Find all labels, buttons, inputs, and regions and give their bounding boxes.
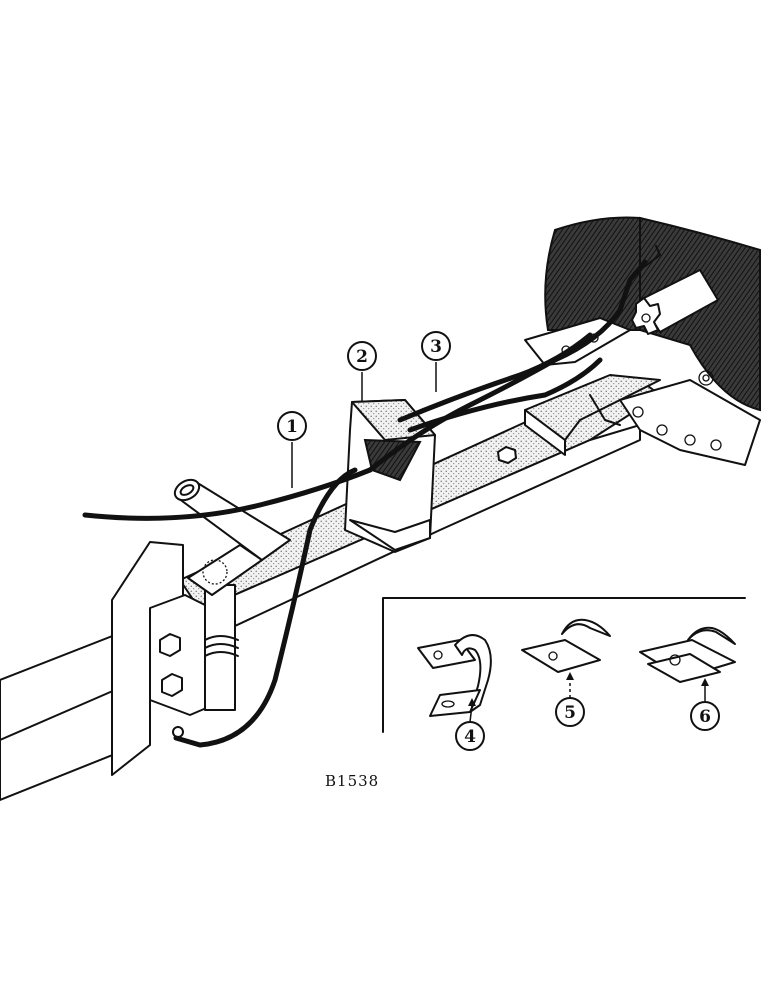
leader-lines xyxy=(291,362,709,723)
callout-6: 6 xyxy=(690,701,720,731)
callout-5: 5 xyxy=(555,697,585,727)
callout-4: 4 xyxy=(455,721,485,751)
figure-code: B1538 xyxy=(325,772,379,790)
shroud-housing xyxy=(544,216,761,412)
clip-item-6 xyxy=(639,626,736,683)
clip-item-4 xyxy=(417,634,492,717)
callout-number: 2 xyxy=(356,347,368,367)
callout-number: 5 xyxy=(564,703,576,723)
perforated-plate xyxy=(619,370,761,466)
inset-panel xyxy=(382,597,746,733)
callout-2: 2 xyxy=(347,341,377,371)
callout-3: 3 xyxy=(421,331,451,361)
wiring-harness xyxy=(82,245,661,748)
splined-shaft xyxy=(631,269,719,335)
callout-1: 1 xyxy=(277,411,307,441)
callout-number: 4 xyxy=(464,727,476,747)
clip-item-5 xyxy=(521,618,611,673)
upper-bracket xyxy=(524,317,631,366)
callout-number: 3 xyxy=(430,337,442,357)
tubular-handle xyxy=(173,478,291,561)
callout-number: 1 xyxy=(286,417,298,437)
pivot-pin xyxy=(187,544,263,711)
callout-number: 6 xyxy=(699,707,711,727)
